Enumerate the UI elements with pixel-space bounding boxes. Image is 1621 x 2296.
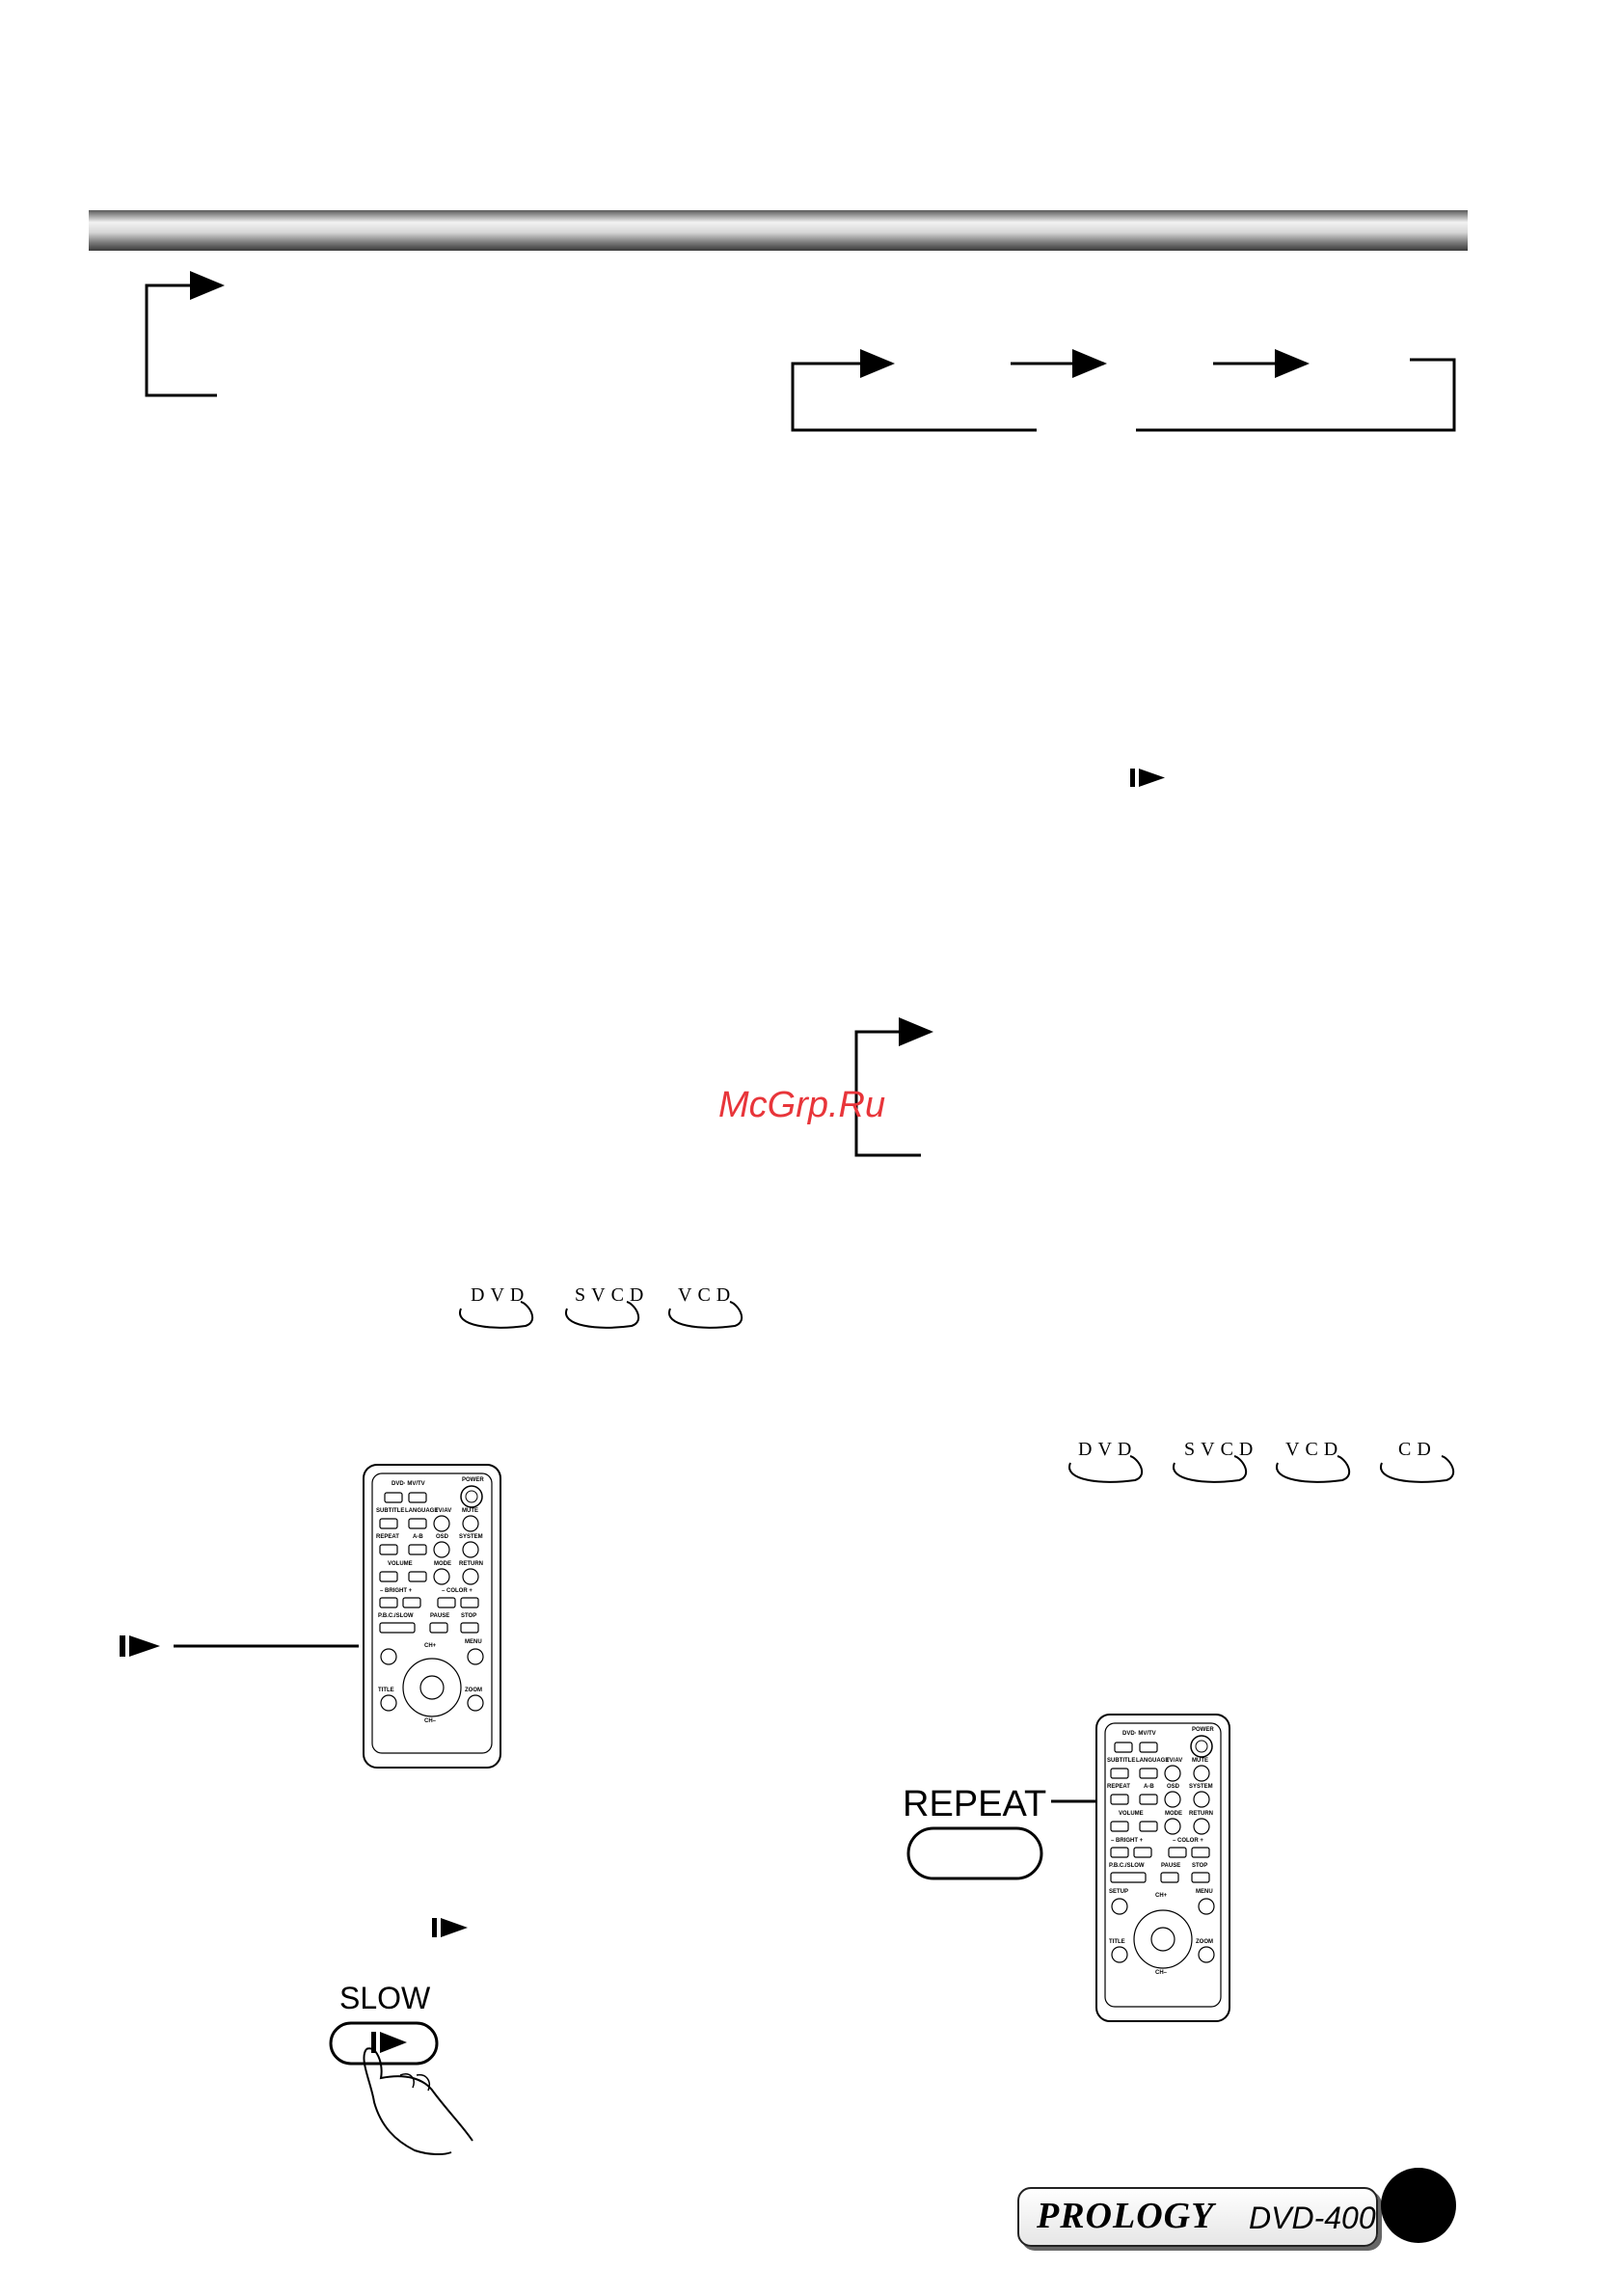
remote-label-mode: MODE <box>434 1561 451 1567</box>
remote-label-language: LANGUAGE <box>405 1508 439 1514</box>
remote-label-pause: PAUSE <box>1161 1863 1181 1869</box>
disc-badge-cd: CD <box>1398 1439 1437 1460</box>
cycle-arrow-top-right <box>791 349 1456 432</box>
remote-label-return: RETURN <box>1189 1811 1213 1817</box>
remote-body-right <box>1095 1714 1230 2022</box>
remote-label-osd: OSD <box>436 1534 449 1540</box>
watermark-text: McGrp.Ru <box>718 1085 886 1125</box>
repeat-button-label: REPEAT <box>903 1784 1047 1824</box>
remote-label-repeat: REPEAT <box>1107 1784 1130 1790</box>
remote-label-menu: MENU <box>1196 1889 1213 1895</box>
loop-arrow-middle <box>854 1017 933 1157</box>
remote-label-pbc-slow: P.B.C./SLOW <box>1109 1863 1145 1869</box>
loop-arrow-top-left <box>145 271 225 397</box>
remote-label-menu: MENU <box>465 1639 482 1645</box>
remote-label-title: TITLE <box>1109 1939 1125 1945</box>
remote-label-mode: MODE <box>1165 1811 1182 1817</box>
repeat-button-graphic <box>906 1826 1043 1880</box>
section-header-bar <box>89 210 1468 251</box>
remote-label-dvd-mv-tv: DVD· MV/TV <box>1122 1731 1156 1737</box>
remote-label-mute: MUTE <box>462 1508 478 1514</box>
remote-label-zoom: ZOOM <box>1196 1939 1213 1945</box>
remote-body-left <box>363 1464 501 1769</box>
remote-label-bright: – BRIGHT + <box>380 1588 413 1594</box>
remote-label-bright: – BRIGHT + <box>1111 1838 1144 1844</box>
remote-label-volume: VOLUME <box>1119 1811 1144 1817</box>
remote-label-return: RETURN <box>459 1561 483 1567</box>
remote-label-ch-minus: CH– <box>1155 1970 1168 1976</box>
remote-control-left: DVD· MV/TV POWER SUBTITLE LANGUAGE TV/AV… <box>363 1464 501 1769</box>
disc-ovals-left <box>459 1301 743 1329</box>
remote-label-ch-minus: CH– <box>424 1718 437 1724</box>
remote-label-pause: PAUSE <box>430 1613 450 1619</box>
disc-badge-svcd: SVCD <box>1184 1439 1259 1460</box>
disc-badge-vcd: VCD <box>1285 1439 1344 1460</box>
remote-control-right: DVD· MV/TV POWER SUBTITLE LANGUAGE TV/AV… <box>1095 1714 1230 2022</box>
remote-label-system: SYSTEM <box>459 1534 483 1540</box>
remote-label-ab: A-B <box>1144 1784 1154 1790</box>
brand-logo-box <box>1017 2187 1378 2247</box>
brand-logo: PROLOGY <box>1037 2196 1215 2236</box>
remote-label-tv-av: TV/AV <box>435 1508 452 1514</box>
remote-label-pbc-slow: P.B.C./SLOW <box>378 1613 414 1619</box>
disc-badge-svcd: SVCD <box>575 1284 650 1306</box>
page-number-badge <box>1381 2168 1456 2243</box>
remote-label-ch-plus: CH+ <box>424 1643 437 1649</box>
remote-label-setup: SETUP <box>1109 1889 1129 1895</box>
remote-label-dvd-mv-tv: DVD· MV/TV <box>392 1481 425 1487</box>
slow-icon-mid <box>1130 769 1165 787</box>
remote-label-tv-av: TV/AV <box>1166 1758 1183 1764</box>
remote-label-mute: MUTE <box>1192 1758 1208 1764</box>
remote-label-zoom: ZOOM <box>465 1688 482 1693</box>
slow-button-graphic <box>329 2021 473 2156</box>
remote-label-system: SYSTEM <box>1189 1784 1213 1790</box>
remote-label-color: – COLOR + <box>442 1588 473 1594</box>
remote-label-stop: STOP <box>1192 1863 1208 1869</box>
remote-label-power: POWER <box>1192 1727 1214 1733</box>
disc-badge-vcd: VCD <box>678 1284 737 1306</box>
model-name: DVD-400 <box>1249 2201 1376 2235</box>
disc-ovals-right <box>1068 1455 1455 1483</box>
remote-label-ab: A-B <box>413 1534 423 1540</box>
slow-icon-left <box>120 1635 160 1657</box>
remote-label-stop: STOP <box>461 1613 477 1619</box>
slow-icon-lower <box>432 1918 468 1937</box>
remote-label-repeat: REPEAT <box>376 1534 399 1540</box>
disc-badge-dvd: DVD <box>471 1284 530 1306</box>
remote-label-ch-plus: CH+ <box>1155 1893 1168 1899</box>
remote-label-volume: VOLUME <box>388 1561 413 1567</box>
remote-label-language: LANGUAGE <box>1136 1758 1170 1764</box>
remote-label-title: TITLE <box>378 1688 394 1693</box>
remote-label-subtitle: SUBTITLE <box>376 1508 405 1514</box>
disc-badge-dvd: DVD <box>1078 1439 1138 1460</box>
remote-label-color: – COLOR + <box>1173 1838 1203 1844</box>
remote-label-osd: OSD <box>1167 1784 1180 1790</box>
slow-button-label: SLOW <box>339 1981 431 2015</box>
remote-label-power: POWER <box>462 1477 484 1483</box>
remote-label-subtitle: SUBTITLE <box>1107 1758 1136 1764</box>
